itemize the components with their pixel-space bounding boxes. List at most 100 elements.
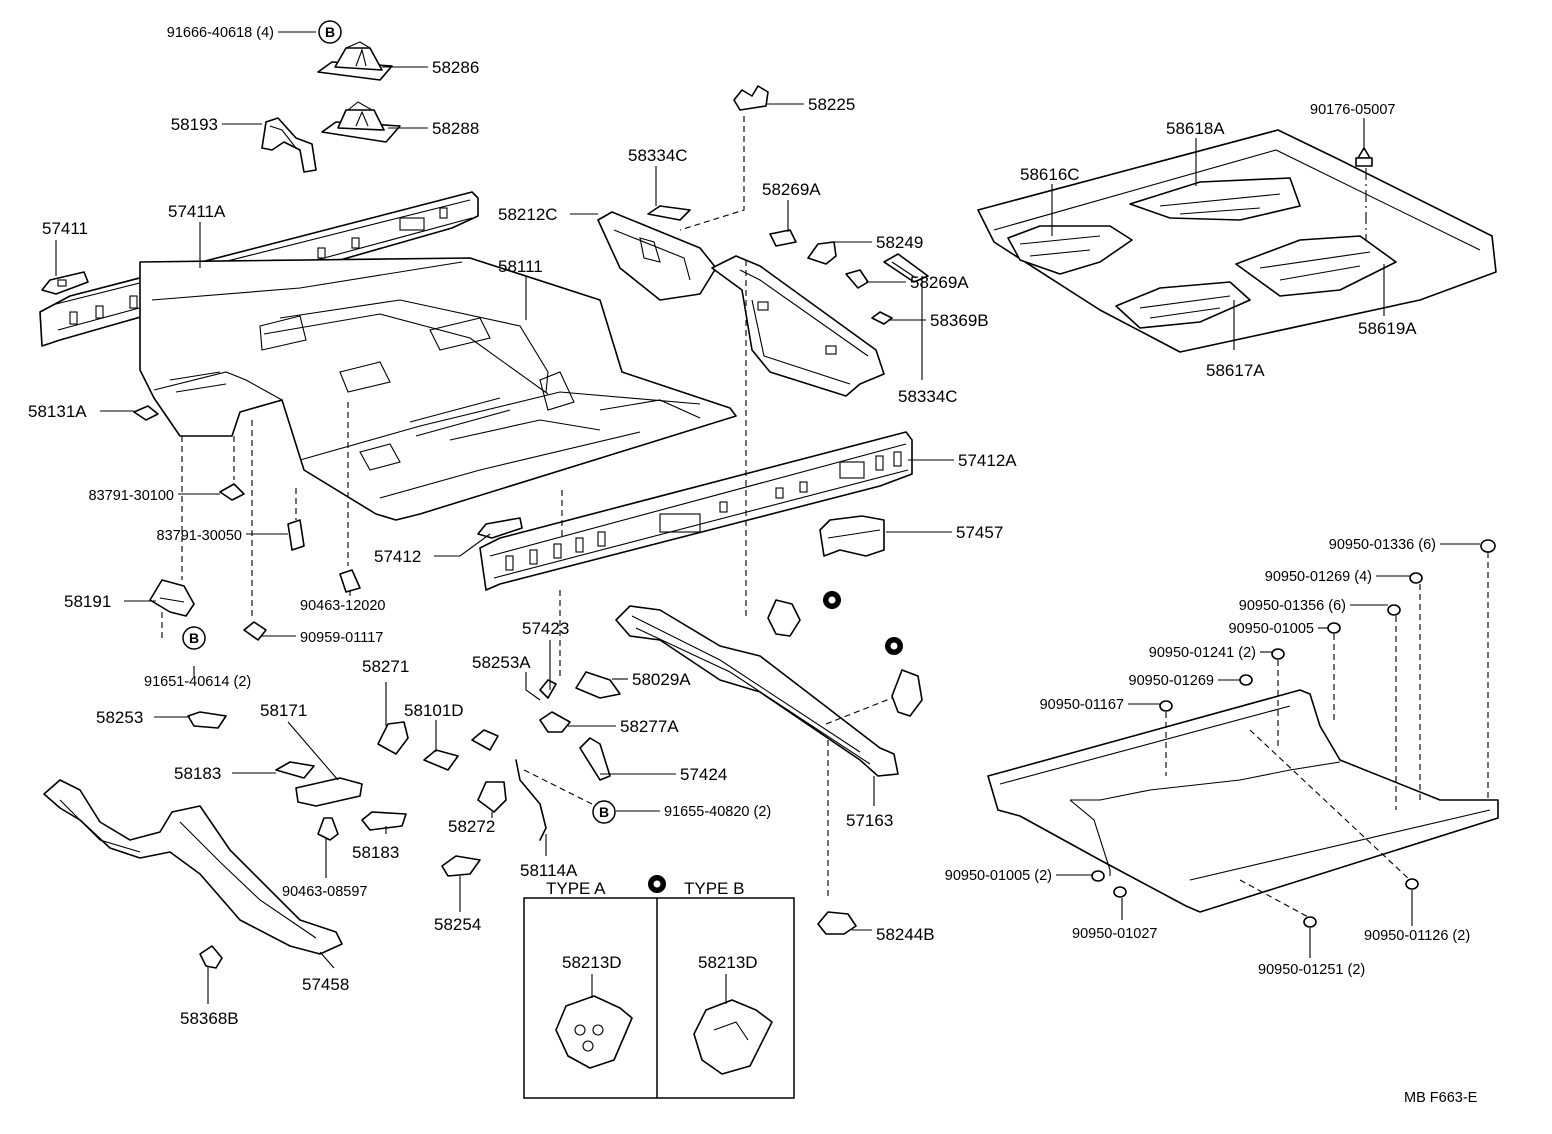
label-58191: 58191 (64, 592, 111, 611)
bolt-90463-08597 (317, 817, 339, 841)
bracket-57457 (819, 515, 885, 557)
grommet-58269a-mid (845, 269, 869, 289)
label-91655-40820: 91655-40820 (2) (664, 804, 771, 820)
bracket-57411 (41, 271, 89, 295)
clip-90463-12020 (339, 569, 361, 593)
label-58183-right: 58183 (352, 843, 399, 862)
bracket-type-a (767, 599, 801, 637)
label-90950-01251: 90950-01251 (2) (1258, 962, 1365, 978)
bracket-58183-right (361, 811, 407, 831)
type-box-labels: TYPE A TYPE B 58213D 58213D (546, 879, 758, 1004)
type-b-label: TYPE B (684, 879, 744, 898)
clip-83791-30100 (219, 483, 245, 501)
label-57423: 57423 (522, 619, 569, 638)
label-58244b: 58244B (876, 925, 935, 944)
label-57163: 57163 (846, 811, 893, 830)
pad-58253 (187, 711, 227, 729)
label-58286: 58286 (432, 58, 479, 77)
label-58616c: 58616C (1020, 165, 1080, 184)
bracket-58271 (377, 721, 409, 755)
rocker-57412a (479, 431, 913, 591)
plug-90176-05007 (1355, 147, 1373, 167)
label-58253a: 58253A (472, 653, 531, 672)
leader-lines (55, 31, 1480, 1004)
label-58334c-top: 58334C (628, 146, 688, 165)
type-a-label: TYPE A (546, 879, 606, 898)
label-58111: 58111 (498, 257, 543, 276)
member-57163 (615, 605, 899, 777)
label-90950-01027: 90950-01027 (1072, 926, 1157, 942)
bracket-58249 (807, 241, 837, 265)
label-58618a: 58618A (1166, 119, 1225, 138)
label-58288: 58288 (432, 119, 479, 138)
label-90959-01117: 90959-01117 (300, 630, 383, 646)
type-b-marker-box (648, 875, 666, 893)
boot-58286 (317, 41, 393, 81)
label-58171: 58171 (260, 701, 307, 720)
label-90950-01269: 90950-01269 (1129, 673, 1214, 689)
label-58269a-top: 58269A (762, 180, 821, 199)
label-58368b: 58368B (180, 1009, 239, 1028)
clip-58101d (423, 749, 459, 771)
label-91651-40614: 91651-40614 (2) (144, 674, 251, 690)
bracket-58183-left (275, 761, 315, 779)
label-58225: 58225 (808, 95, 855, 114)
label-58271: 58271 (362, 657, 409, 676)
grommet-58269a-top (769, 229, 797, 247)
label-90463-12020: 90463-12020 (300, 598, 385, 614)
clip-58253a (471, 729, 499, 751)
label-58101d: 58101D (404, 701, 464, 720)
label-58254: 58254 (434, 915, 481, 934)
plate-58334c-top (647, 205, 691, 221)
guide-lines (161, 116, 1489, 919)
symbol-b-top: B (318, 20, 342, 44)
boot-58288 (321, 101, 401, 143)
type-b-part-label: 58213D (698, 953, 758, 972)
label-58193: 58193 (171, 115, 218, 134)
label-58272: 58272 (448, 817, 495, 836)
label-57457: 57457 (956, 523, 1003, 542)
bracket-57424 (579, 737, 611, 781)
svg-text:B: B (325, 24, 335, 40)
type-box (523, 897, 795, 1099)
pad-58254 (441, 855, 481, 877)
clip-83791-30050 (287, 519, 305, 551)
label-90950-01356: 90950-01356 (6) (1239, 598, 1346, 614)
label-58131a: 58131A (28, 402, 87, 421)
floor-plug-assembly (987, 689, 1499, 913)
type-b-marker-2 (885, 637, 903, 655)
plate-58171 (295, 777, 363, 807)
bracket-57412 (477, 517, 523, 539)
label-58029a: 58029A (632, 670, 691, 689)
label-57411a: 57411A (168, 202, 226, 221)
label-91666-40618: 91666-40618 (4) (167, 25, 274, 41)
floor-pan-58111 (139, 257, 737, 521)
bracket-57423 (539, 679, 557, 699)
pad-58272 (477, 781, 507, 813)
label-58334c-mid: 58334C (898, 387, 958, 406)
label-90950-01269-4: 90950-01269 (4) (1265, 569, 1372, 585)
bracket-58193 (261, 117, 317, 173)
label-57424: 57424 (680, 765, 727, 784)
label-90950-01336: 90950-01336 (6) (1329, 537, 1436, 553)
symbol-b-bottom: B (592, 800, 616, 824)
label-58369b: 58369B (930, 311, 989, 330)
frame-57458 (43, 779, 343, 955)
label-90950-01126: 90950-01126 (2) (1364, 928, 1470, 944)
clip-90959-01117 (243, 621, 267, 641)
figure-code: MB F663-E (1404, 1090, 1478, 1106)
plate-58334c-mid (883, 253, 929, 283)
label-57458: 57458 (302, 975, 349, 994)
label-57412: 57412 (374, 547, 421, 566)
label-90950-01241: 90950-01241 (2) (1149, 645, 1256, 661)
symbol-b-left: B (182, 626, 206, 650)
label-90176-05007: 90176-05007 (1310, 102, 1395, 118)
plugs (1091, 539, 1496, 928)
label-58114a: 58114A (520, 861, 578, 880)
type-a-part-label: 58213D (562, 953, 622, 972)
label-90950-01005: 90950-01005 (1229, 621, 1314, 637)
svg-text:B: B (599, 804, 609, 820)
svg-text:B: B (189, 630, 199, 646)
label-58619a: 58619A (1358, 319, 1417, 338)
label-90463-08597: 90463-08597 (282, 884, 367, 900)
